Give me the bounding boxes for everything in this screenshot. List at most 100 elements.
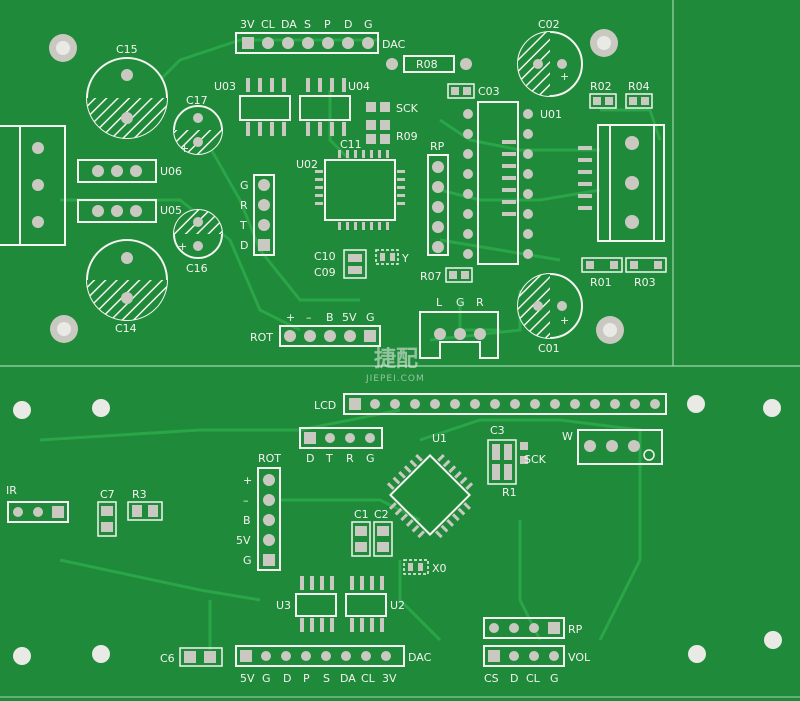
mounting-holes [49,29,624,344]
dtrg-header [299,427,383,449]
rot-header-bottom [257,467,281,571]
label-c03: C03 [478,85,500,98]
cap-c14 [86,239,168,321]
label-c2: C2 [374,508,389,521]
silk-labels-top: C15 C17 U06 U05 C16 C14 U03 U04 U02 C11 … [115,18,656,355]
label-dac-bottom: DAC [408,651,432,664]
cap-c17: + [173,105,223,155]
svg-text:+: + [178,240,187,253]
rot-bottom-pin-4: G [243,554,252,567]
label-c6: C6 [160,652,175,665]
ic-u01 [463,101,592,265]
label-c01: C01 [538,342,560,355]
label-u3: U3 [276,599,291,612]
label-c7: C7 [100,488,115,501]
right-connector-top [597,124,665,242]
pads-c3-r1 [487,439,528,485]
vol-header [483,645,565,667]
rot-top-pin-1: – [306,311,312,324]
rot-bottom-pin-3: 5V [236,534,251,547]
pads-c6 [179,647,223,667]
pads-sck-r09 [366,102,390,144]
lgr-2: R [476,296,484,309]
pads-x0 [403,559,429,575]
ic-u2 [345,576,387,632]
label-u2: U2 [390,599,405,612]
dac-bottom-pin-7: 3V [382,672,397,685]
label-r3: R3 [132,488,147,501]
label-dac-top: DAC [382,38,406,51]
label-u01: U01 [540,108,562,121]
dac-header-bottom [235,645,405,667]
dac-bottom-pin-0: 5V [240,672,255,685]
label-c09: C09 [314,266,336,279]
rot-top-pin-0: + [286,311,295,324]
vol-pin-0: CS [484,672,499,685]
label-u06: U06 [160,165,182,178]
label-sck-top: SCK [396,102,419,115]
label-r03: R03 [634,276,656,289]
pads-c7-r3 [97,501,163,537]
vol-pin-3: G [550,672,559,685]
label-c02: C02 [538,18,560,31]
dac-pin-2: DA [281,18,297,31]
cap-c16: + [173,209,223,259]
lgr-0: L [436,296,443,309]
label-rot-bottom: ROT [258,452,281,465]
pads-r01-r03 [581,257,667,273]
dac-pin-3: S [304,18,311,31]
rot-bottom-pin-0: + [243,474,252,487]
label-r02: R02 [590,80,612,93]
label-c14: C14 [115,322,137,335]
label-ir: IR [6,484,17,497]
ic-u3 [295,576,337,632]
dac-bottom-pin-4: S [323,672,330,685]
vol-pin-2: CL [526,672,541,685]
side-pin-0: G [240,179,249,192]
label-w: W [562,430,573,443]
label-r04: R04 [628,80,650,93]
pads-c1-c2 [351,521,393,557]
regulator-u05 [77,199,157,223]
dtrg-pin-1: T [325,452,333,465]
lcd-header [343,393,667,415]
label-r1: R1 [502,486,517,499]
label-y: Y [401,252,409,265]
label-r09: R09 [396,130,418,143]
rot-top-pin-2: B [326,311,334,324]
dac-bottom-pin-5: DA [340,672,356,685]
label-u03: U03 [214,80,236,93]
label-rot-top: ROT [250,331,273,344]
regulator-u06 [77,159,157,183]
label-r01: R01 [590,276,612,289]
dac-pin-6: G [364,18,373,31]
rp-header-top [427,154,449,256]
dac-bottom-pin-3: P [303,672,310,685]
side-pin-2: T [239,219,247,232]
dac-pin-1: CL [261,18,276,31]
label-r08: R08 [416,58,438,71]
rot-top-pin-3: 5V [342,311,357,324]
watermark: 捷配 JIEPEI.COM [365,347,424,384]
left-connector [0,125,66,246]
label-rp-bottom: RP [568,623,583,636]
label-c15: C15 [116,43,138,56]
svg-text:+: + [560,314,569,327]
pads-r02-r04 [589,93,653,109]
rp-header-bottom [483,617,565,639]
svg-text:+: + [180,142,189,155]
resistor-r08 [386,55,472,73]
label-c17: C17 [186,94,208,107]
label-x0: X0 [432,562,447,575]
ir-header [7,501,69,523]
ic-u02 [315,150,405,230]
vol-pin-1: D [510,672,518,685]
pads-c10-c09 [343,249,399,279]
dac-pin-5: D [344,18,352,31]
ic-u03 [239,78,291,136]
rot-bottom-pin-2: B [243,514,251,527]
ic-u1 [386,453,474,539]
dac-bottom-pin-2: D [283,672,291,685]
